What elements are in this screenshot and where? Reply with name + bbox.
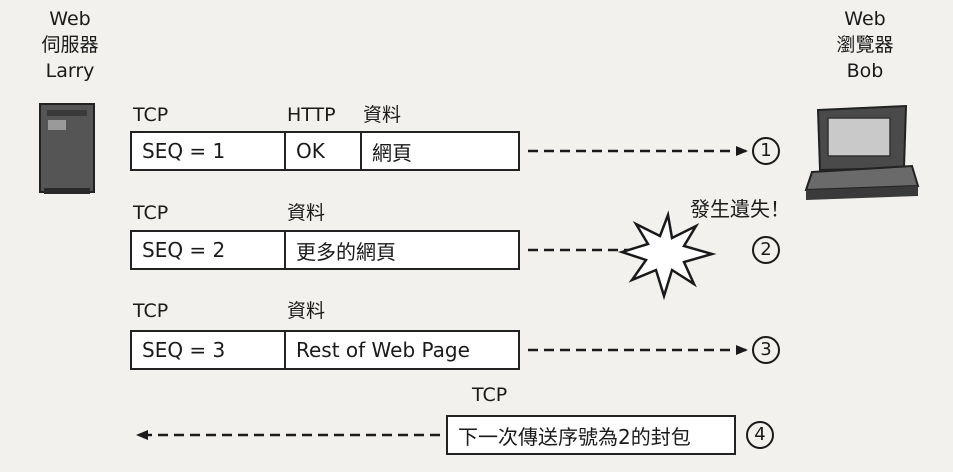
ack-text-cell: 下一次傳送序號為2的封包 bbox=[458, 424, 691, 449]
seg1-http-label: HTTP bbox=[287, 104, 336, 126]
seg2-data-label: 資料 bbox=[287, 202, 326, 224]
seg1-data-cell: 網頁 bbox=[360, 133, 518, 169]
marker-4-num: 4 bbox=[754, 424, 766, 445]
marker-2-num: 2 bbox=[760, 239, 772, 260]
seg1-tcp-label: TCP bbox=[133, 104, 169, 126]
seg1-data-label: 資料 bbox=[363, 104, 402, 126]
server-label-line3: Larry bbox=[45, 60, 95, 82]
browser-label-line2: 瀏覽器 bbox=[836, 34, 894, 56]
seg3-seq-cell: SEQ = 3 bbox=[142, 338, 226, 362]
marker-1-num: 1 bbox=[760, 140, 772, 161]
seg1-http-cell: OK bbox=[284, 133, 360, 169]
browser-label-line1: Web bbox=[844, 8, 886, 30]
browser-label-line3: Bob bbox=[846, 60, 884, 82]
seg1-seq-cell: SEQ = 1 bbox=[142, 139, 226, 163]
loss-burst-icon bbox=[617, 210, 717, 301]
marker-3-num: 3 bbox=[760, 339, 772, 360]
seg3-data-cell: Rest of Web Page bbox=[284, 332, 518, 368]
ack-tcp-label: TCP bbox=[472, 384, 508, 406]
seg3-tcp-label: TCP bbox=[133, 300, 169, 322]
seg2-tcp-label: TCP bbox=[133, 202, 169, 224]
loss-note: 發生遺失！ bbox=[690, 197, 790, 221]
seg2-packet: SEQ = 2 更多的網頁 bbox=[130, 230, 520, 270]
ack-packet: 下一次傳送序號為2的封包 bbox=[446, 415, 736, 455]
seg1-packet: SEQ = 1 OK 網頁 bbox=[130, 131, 520, 171]
seg3-packet: SEQ = 3 Rest of Web Page bbox=[130, 330, 520, 370]
seg2-seq-cell: SEQ = 2 bbox=[142, 238, 226, 262]
seg3-data-label: 資料 bbox=[287, 300, 326, 322]
server-label-line1: Web bbox=[49, 8, 91, 30]
server-label-line2: 伺服器 bbox=[41, 34, 99, 56]
seg2-data-cell: 更多的網頁 bbox=[284, 232, 518, 268]
